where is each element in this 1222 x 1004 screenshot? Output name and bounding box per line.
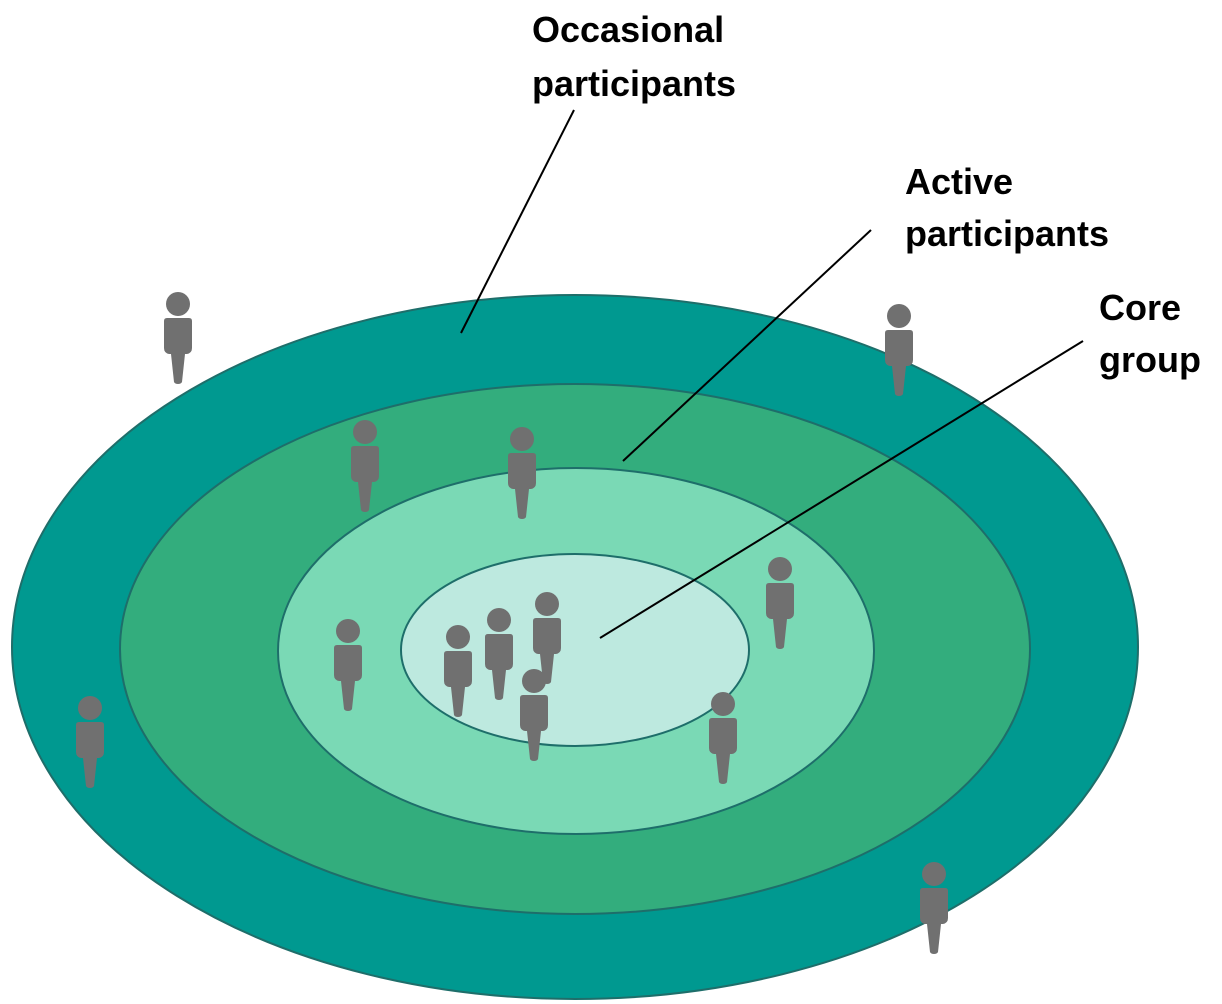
person-icon xyxy=(920,862,948,954)
label-active: Active participants xyxy=(905,161,1109,254)
ring-core xyxy=(400,553,750,747)
leader-line-core xyxy=(599,340,1084,639)
person-icon xyxy=(164,292,192,384)
leader-line-active xyxy=(622,229,872,462)
leader-line-occasional xyxy=(460,109,575,334)
label-core: Core group xyxy=(1099,287,1201,380)
label-occasional: Occasional participants xyxy=(532,9,736,104)
